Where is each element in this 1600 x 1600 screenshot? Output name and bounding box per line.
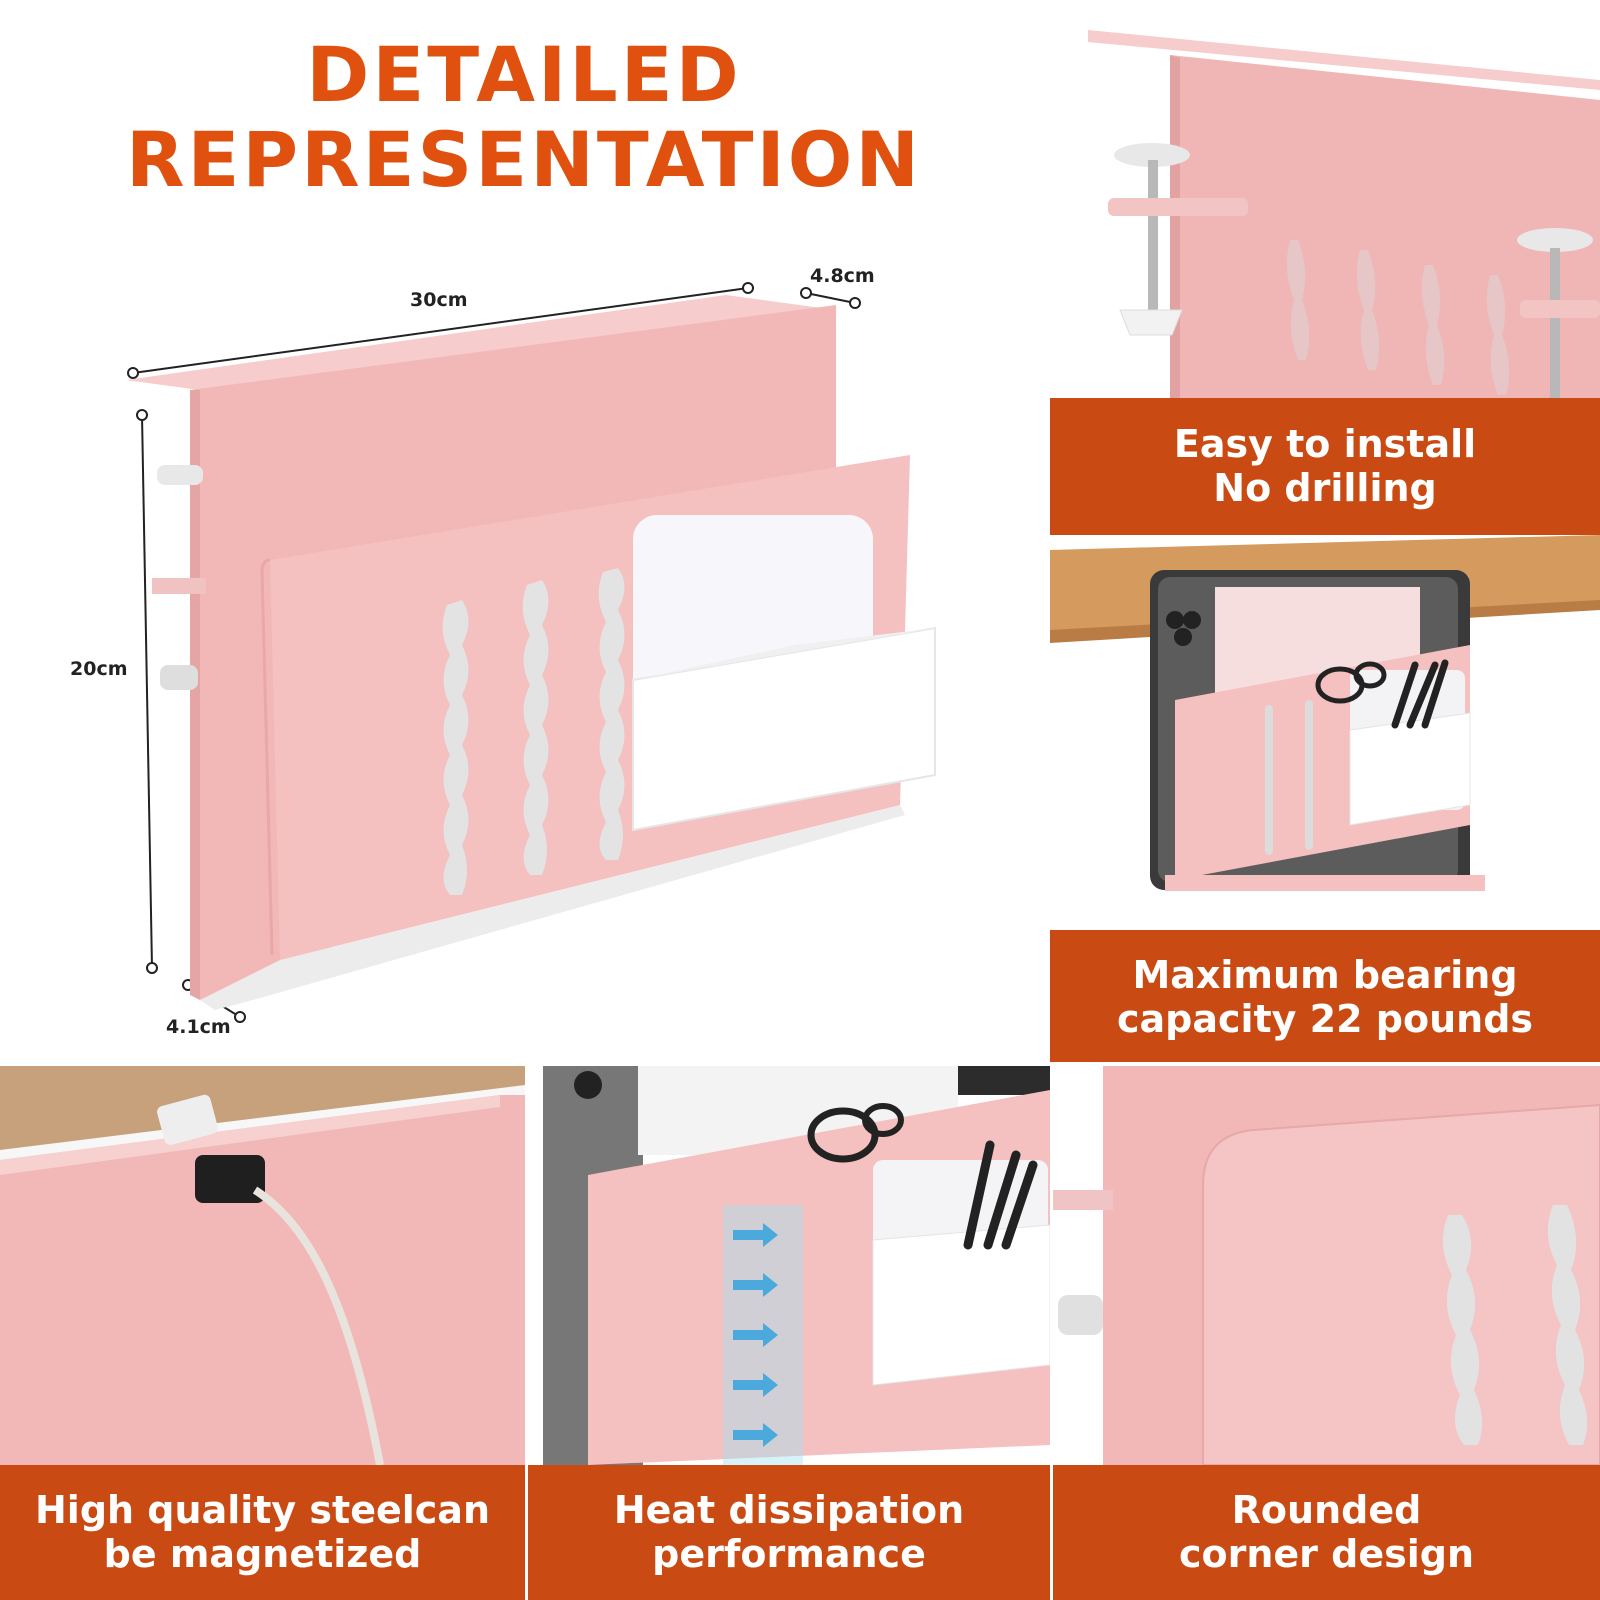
heat-dissipation-photo [528, 1065, 1050, 1465]
airflow-arrows [723, 1205, 803, 1465]
headline-line-1: DETAILED [306, 30, 742, 119]
dimension-depth-bottom: 4.1cm [166, 1016, 231, 1038]
feature-heat-line-1: Heat dissipation [613, 1487, 965, 1532]
feature-install-line-2: No drilling [1213, 465, 1437, 510]
dimension-depth-top: 4.8cm [810, 265, 875, 287]
feature-panel-heat: Heat dissipation performance [528, 1065, 1050, 1600]
feature-band-steel: High quality steelcan be magnetized [0, 1465, 525, 1600]
feature-band-install: Easy to install No drilling [1050, 398, 1600, 535]
feature-steel-line-2: be magnetized [103, 1531, 422, 1576]
divider-vertical-bottom-2 [1050, 1065, 1053, 1600]
feature-band-bearing: Maximum bearing capacity 22 pounds [1050, 930, 1600, 1065]
loaded-organizer-photo [1050, 535, 1600, 930]
feature-panel-install: Easy to install No drilling [1050, 0, 1600, 535]
feature-panel-corner: Rounded corner design [1053, 1065, 1600, 1600]
headline-line-2: REPRESENTATION [125, 115, 923, 204]
rounded-corner-photo [1053, 1065, 1600, 1465]
clamp-mount-photo [1050, 0, 1600, 398]
divider-horizontal-bottom [0, 1062, 1600, 1066]
feature-panel-steel: High quality steelcan be magnetized [0, 1065, 525, 1600]
product-dimension-diagram: 30cm 4.8cm 20cm 4.1cm [70, 265, 936, 1038]
feature-corner-line-2: corner design [1178, 1531, 1475, 1576]
divider-vertical-right [1046, 0, 1050, 1065]
feature-install-line-1: Easy to install [1173, 421, 1477, 466]
divider-vertical-bottom-1 [525, 1065, 528, 1600]
magnetic-steel-photo [0, 1065, 525, 1465]
feature-steel-line-1: High quality steelcan [35, 1487, 490, 1532]
feature-panel-bearing: Maximum bearing capacity 22 pounds [1050, 535, 1600, 1065]
feature-heat-line-2: performance [652, 1531, 926, 1576]
dimension-width: 30cm [410, 289, 468, 311]
feature-band-corner: Rounded corner design [1053, 1465, 1600, 1600]
feature-bearing-line-2: capacity 22 pounds [1116, 996, 1534, 1041]
feature-corner-line-1: Rounded [1231, 1487, 1422, 1532]
dimension-height: 20cm [70, 658, 128, 680]
feature-bearing-line-1: Maximum bearing [1132, 952, 1518, 997]
feature-band-heat: Heat dissipation performance [528, 1465, 1050, 1600]
